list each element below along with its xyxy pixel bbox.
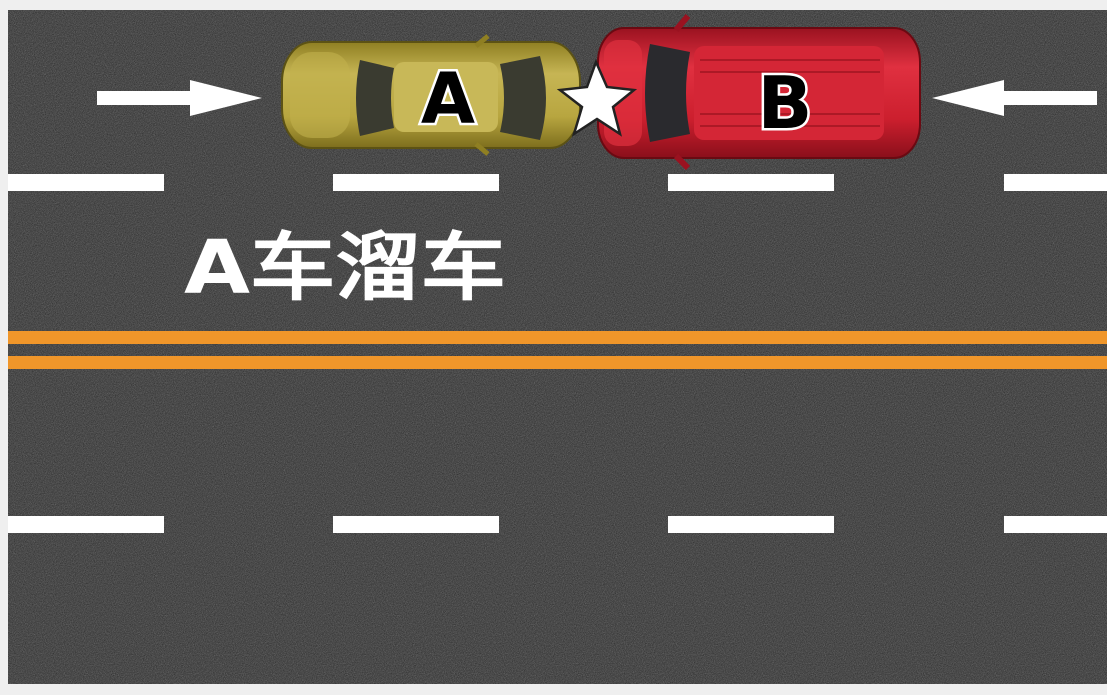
lower-lane-divider [8,516,1107,533]
lane-dash [1004,174,1107,191]
car-b-roof [694,46,884,140]
car-a-windshield [500,56,546,140]
car-b-roof-rails [700,59,880,127]
lane-dash [668,516,834,533]
arrow-right-icon [97,80,262,116]
car-b-label: B [758,61,813,145]
car-b-mirror [673,14,691,32]
arrow-left-icon [932,80,1097,116]
center-line-lower [8,356,1107,369]
car-a-rear-window [356,60,394,136]
lane-dash [8,174,164,191]
lane-dash [333,516,499,533]
upper-lane-divider [8,174,1107,191]
lane-dash [333,174,499,191]
car-a: A [281,34,581,156]
lane-dash [1004,516,1107,533]
car-a-mirror [474,142,490,156]
lane-dash [8,516,164,533]
car-b-mirror [673,153,691,171]
impact-star-icon [556,58,638,137]
car-a-mirror [474,34,490,48]
car-a-roof [394,62,498,132]
car-b: B [597,14,921,171]
lane-dash [668,174,834,191]
scene-caption: A车溜车 [184,225,506,311]
car-b-windshield [645,44,690,142]
center-double-yellow-line [8,331,1107,369]
car-a-hood [290,52,350,138]
car-a-label: A [421,58,475,140]
center-line-upper [8,331,1107,344]
